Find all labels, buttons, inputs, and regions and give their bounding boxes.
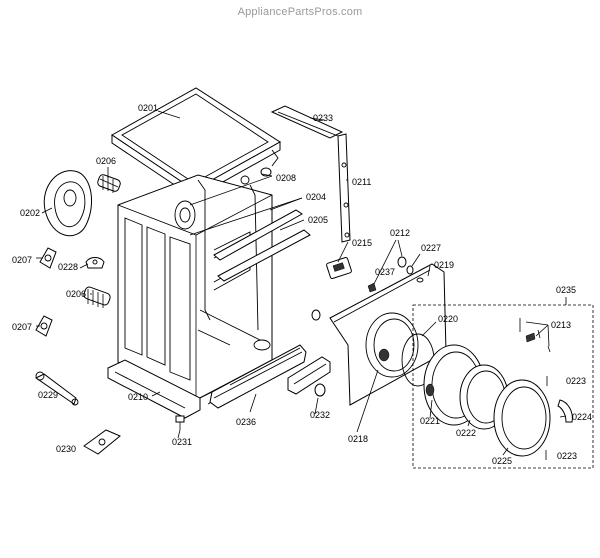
foot-bracket-part[interactable] [83,429,121,455]
label-0205[interactable]: 0205 [308,215,328,225]
clip-0237-part[interactable] [367,282,377,293]
label-0207-lower[interactable]: 0207 [12,322,32,332]
front-panel-part[interactable] [329,263,447,406]
shock-absorber-lower-part[interactable] [83,286,112,308]
foot-screw-part[interactable] [175,415,185,430]
label-0215[interactable]: 0215 [352,238,372,248]
rear-cover-part[interactable] [43,170,92,237]
label-0224[interactable]: 0224 [572,412,592,422]
bracket-lower-part[interactable] [35,315,53,337]
door-inner-ring-part[interactable] [493,379,551,457]
label-0202[interactable]: 0202 [20,208,40,218]
label-0201[interactable]: 0201 [138,103,158,113]
clip-0227-part[interactable] [406,265,414,275]
label-0228[interactable]: 0228 [58,262,78,272]
label-0222[interactable]: 0222 [456,428,476,438]
watermark: AppliancePartsPros.com [237,6,363,18]
hinge-pin-0213-part[interactable] [519,318,551,353]
label-0207-upper[interactable]: 0207 [12,255,32,265]
label-0232[interactable]: 0232 [310,410,330,420]
label-0236[interactable]: 0236 [236,417,256,427]
label-0210[interactable]: 0210 [128,392,148,402]
label-0233[interactable]: 0233 [313,113,333,123]
label-0208[interactable]: 0208 [276,173,296,183]
leader-lines [36,110,567,456]
door-lock-part[interactable] [326,257,352,279]
label-0218[interactable]: 0218 [348,434,368,444]
shock-absorber-upper-part[interactable] [97,174,122,193]
label-0235[interactable]: 0235 [556,285,576,295]
label-0206-upper[interactable]: 0206 [96,156,116,166]
label-0230[interactable]: 0230 [56,444,76,454]
grommet-0232-part[interactable] [314,383,326,397]
label-0237[interactable]: 0237 [375,267,395,277]
label-0225[interactable]: 0225 [492,456,512,466]
clip-0212-part[interactable] [397,256,407,268]
label-0219[interactable]: 0219 [434,260,454,270]
bottom-panel-part[interactable] [209,344,307,409]
cross-rail-0205-part[interactable] [217,229,311,282]
vertical-bar-part[interactable] [337,133,351,243]
cabinet-part[interactable] [117,174,273,401]
cross-rail-0204-part[interactable] [213,209,303,261]
kickplate-part[interactable] [287,356,331,395]
label-0223-lower[interactable]: 0223 [557,451,577,461]
clamp-0228-part[interactable] [85,257,105,269]
label-0211[interactable]: 0211 [352,177,371,187]
part-labels: 0201 0202 0206 0208 0204 0205 0233 0211 … [12,103,592,466]
label-0231[interactable]: 0231 [172,437,192,447]
label-0227[interactable]: 0227 [421,243,441,253]
label-0221[interactable]: 0221 [420,416,440,426]
door-handle-part[interactable] [557,399,573,423]
wrench-tool-part[interactable] [35,371,79,406]
top-rail-part[interactable] [270,105,344,139]
label-0223-upper[interactable]: 0223 [566,376,586,386]
bracket-upper-part[interactable] [39,247,57,269]
label-0204[interactable]: 0204 [306,192,326,202]
screw-0237-near-part[interactable] [311,309,321,321]
label-0213[interactable]: 0213 [551,320,571,330]
door-assembly-group-frame [412,297,594,469]
label-0229[interactable]: 0229 [38,390,58,400]
label-0220[interactable]: 0220 [438,314,458,324]
label-0212[interactable]: 0212 [390,228,410,238]
label-0206-lower[interactable]: 0206 [66,289,86,299]
